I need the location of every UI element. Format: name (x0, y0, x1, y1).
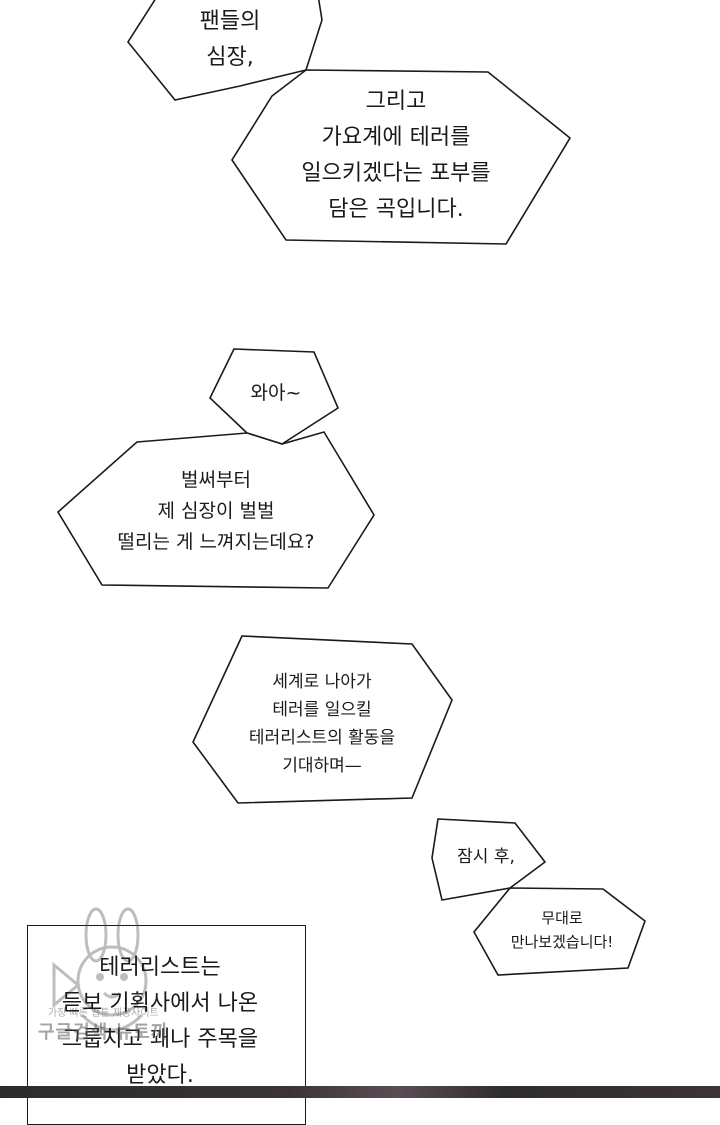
speech-bubble-4 (56, 431, 375, 589)
speech-bubble-7-text: 무대로 만나보겠습니다! (511, 906, 614, 954)
speech-bubbles-layer (56, 0, 646, 976)
bubble-line: 담은 곡입니다. (328, 197, 464, 222)
speech-bubble-4-text: 벌써부터 제 심장이 벌벌 떨리는 게 느껴지는데요? (118, 465, 315, 558)
bubble-line: 잠시 후, (457, 847, 515, 867)
bubble-line: 제 심장이 벌벌 (157, 500, 275, 522)
bubble-line: 만나보겠습니다! (510, 933, 614, 951)
narration-line: 그룹치고 꽤나 주목을 (61, 1027, 259, 1052)
bubble-line: 벌써부터 (181, 469, 251, 491)
speech-bubble-1 (127, 0, 323, 101)
bubble-line: 와아~ (250, 382, 302, 404)
bubble-line: 테러리스트의 활동을 (248, 728, 396, 748)
bubble-line: 그리고 (365, 89, 427, 114)
watermark-text: 구글검색 뉴토끼 (38, 1022, 169, 1043)
watermark-caption: 가장 빠른 웹툰 제공사이트 (48, 1008, 159, 1019)
next-panel-artwork (0, 1086, 720, 1098)
narration-line: 테러리스트는 (99, 955, 221, 980)
narration-line: 받았다. (126, 1063, 194, 1088)
bubble-line: 테러를 일으킬 (272, 700, 372, 720)
bubble-line: 가요계에 테러를 (321, 125, 471, 150)
narration-line: 듣보 기획사에서 나온 (61, 991, 259, 1016)
speech-bubble-5-text: 세계로 나아가 테러를 일으킬 테러리스트의 활동을 기대하며— (249, 668, 395, 780)
speech-bubble-7 (473, 887, 646, 976)
bubble-line: 심장, (206, 45, 254, 70)
bubble-line: 떨리는 게 느껴지는데요? (117, 531, 315, 553)
speech-bubble-2 (231, 69, 572, 245)
bubble-line: 일으키겠다는 포부를 (301, 161, 491, 186)
speech-bubble-3-text: 와아~ (251, 378, 302, 409)
bubble-line: 팬들의 (199, 9, 261, 34)
speech-bubble-6-text: 잠시 후, (457, 843, 515, 871)
speech-bubble-2-text: 그리고 가요계에 테러를 일으키겠다는 포부를 담은 곡입니다. (301, 84, 490, 228)
bubble-line: 세계로 나아가 (272, 672, 372, 692)
narration-text: 테러리스트는 듣보 기획사에서 나온 그룹치고 꽤나 주목을 받았다. (62, 950, 258, 1094)
bubble-line: 무대로 (541, 909, 583, 927)
bubble-line: 기대하며— (282, 756, 362, 776)
speech-bubble-1-text: 팬들의 심장, (200, 4, 261, 76)
speech-bubble-5 (192, 635, 453, 804)
